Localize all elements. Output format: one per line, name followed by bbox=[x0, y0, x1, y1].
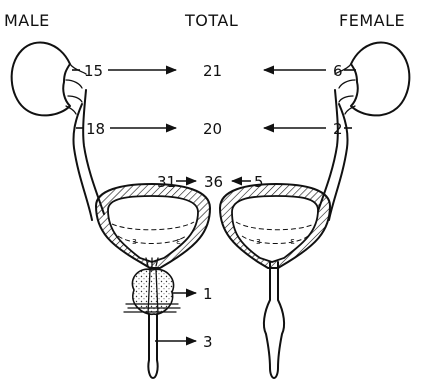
female-urethra bbox=[264, 262, 284, 378]
male-kidney-count: 15 bbox=[84, 62, 103, 80]
female-header: FEMALE bbox=[339, 11, 405, 30]
female-ureter-count: 2 bbox=[333, 120, 343, 138]
male-header: MALE bbox=[4, 11, 50, 30]
male-prostate bbox=[124, 269, 180, 314]
male-bladder: ɜ ɛ bbox=[96, 184, 210, 268]
male-kidney bbox=[12, 42, 86, 115]
male-ureter-count: 18 bbox=[86, 120, 105, 138]
female-kidney-count: 6 bbox=[333, 62, 343, 80]
female-bladder: ɜ ɛ bbox=[220, 184, 330, 268]
svg-text:ɜ: ɜ bbox=[256, 237, 261, 247]
total-ureter-count: 20 bbox=[203, 120, 222, 138]
female-bladder-count: 5 bbox=[254, 173, 264, 191]
female-kidney bbox=[335, 42, 409, 115]
total-bladder-count: 36 bbox=[204, 173, 223, 191]
svg-text:ɛ: ɛ bbox=[176, 237, 181, 247]
male-urethra bbox=[148, 314, 157, 378]
total-header: TOTAL bbox=[184, 11, 238, 30]
male-bladder-count: 31 bbox=[157, 173, 176, 191]
prostate-count: 1 bbox=[203, 285, 213, 303]
urethra-count: 3 bbox=[203, 333, 213, 351]
svg-text:ɜ: ɜ bbox=[132, 237, 137, 247]
svg-text:ɛ: ɛ bbox=[290, 237, 295, 247]
total-kidney-count: 21 bbox=[203, 62, 222, 80]
